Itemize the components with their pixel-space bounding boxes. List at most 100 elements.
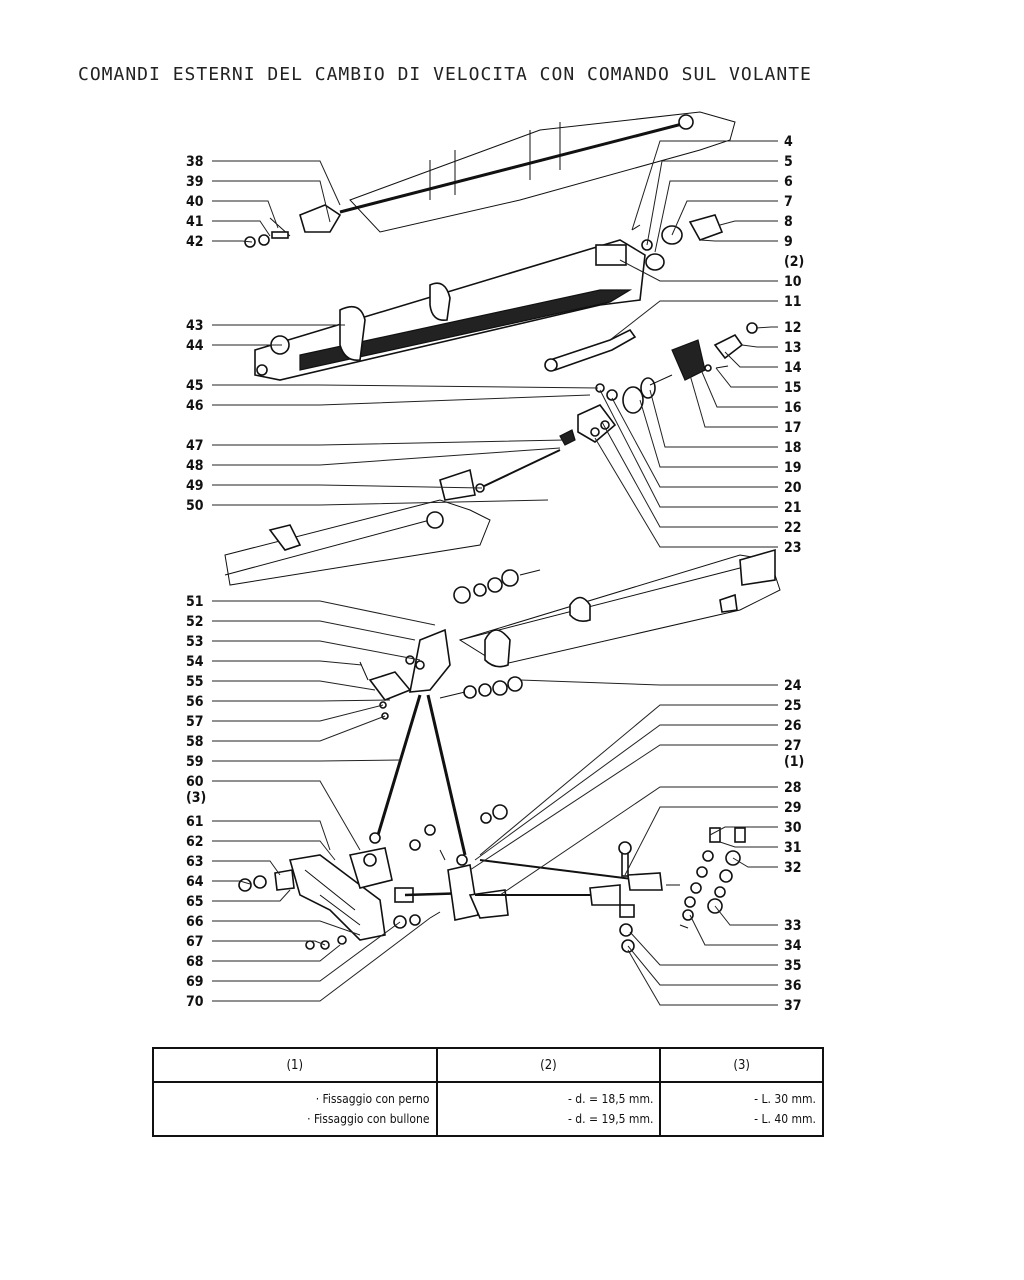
leader-line xyxy=(212,920,361,936)
shift-mechanism-18-23 xyxy=(475,374,673,493)
right-callouts: 456789(2)1011121314151617181920212223242… xyxy=(469,134,804,1014)
callout-label: 57 xyxy=(186,714,204,730)
leader-line xyxy=(212,880,251,885)
shift-rods-59 xyxy=(369,694,467,856)
leader-line xyxy=(212,944,341,962)
callout-label: 22 xyxy=(784,520,802,536)
leader-line xyxy=(601,421,778,528)
leader-line xyxy=(627,949,778,1006)
bushing-parts-4-10 xyxy=(595,214,724,271)
callout-label: 49 xyxy=(186,478,204,494)
leader-line xyxy=(212,840,336,861)
small-parts-30-37 xyxy=(666,827,746,929)
leader-line xyxy=(212,704,384,722)
leader-line xyxy=(212,499,549,506)
leader-line xyxy=(646,160,778,246)
leader-line xyxy=(474,724,778,861)
callout-label: 23 xyxy=(784,540,802,556)
leader-line xyxy=(212,680,376,691)
column-housing xyxy=(254,239,646,381)
leader-line xyxy=(654,180,778,253)
leader-line xyxy=(212,921,401,982)
callout-label: 37 xyxy=(784,998,802,1014)
legend-cell-2: - d. = 18,5 mm. - d. = 19,5 mm. xyxy=(435,1081,662,1137)
legend-header-1: (1) xyxy=(152,1047,438,1083)
callout-label: (1) xyxy=(784,754,804,770)
callout-label: 62 xyxy=(186,834,204,850)
callout-label: 33 xyxy=(784,918,802,934)
washer-row-lower xyxy=(439,676,523,699)
leader-line xyxy=(479,704,778,856)
callout-label: 68 xyxy=(186,954,204,970)
leader-line xyxy=(212,940,326,946)
washer-row-upper xyxy=(453,569,541,604)
callout-label: 8 xyxy=(784,214,793,230)
selector-lever-11 xyxy=(544,328,637,372)
leader-line xyxy=(627,945,778,986)
callout-label: 21 xyxy=(784,500,802,516)
legend-item: - L. 40 mm. xyxy=(754,1112,816,1126)
legend-item: · Fissaggio con bullone xyxy=(307,1112,430,1126)
legend-header-2: (2) xyxy=(435,1047,662,1083)
legend-item: - d. = 18,5 mm. xyxy=(567,1092,654,1106)
callout-label: 4 xyxy=(784,134,793,150)
leader-line xyxy=(212,180,331,223)
callout-label: 55 xyxy=(186,674,204,690)
callout-label: 48 xyxy=(186,458,204,474)
callout-label: 27 xyxy=(784,738,802,754)
callout-label: 41 xyxy=(186,214,204,230)
leader-line xyxy=(599,389,778,508)
callout-label: 17 xyxy=(784,420,802,436)
callout-label: 29 xyxy=(784,800,802,816)
leader-line xyxy=(715,367,778,388)
page-title: COMANDI ESTERNI DEL CAMBIO DI VELOCITA C… xyxy=(78,64,812,85)
callout-label: 30 xyxy=(784,820,802,836)
lower-lever-assembly xyxy=(238,847,471,950)
callout-label: 58 xyxy=(186,734,204,750)
leader-line xyxy=(639,399,778,468)
callout-label: 34 xyxy=(784,938,802,954)
leader-line xyxy=(719,220,778,226)
callout-label: 7 xyxy=(784,194,793,210)
legend-item: - L. 30 mm. xyxy=(754,1092,816,1106)
leader-line xyxy=(499,786,778,896)
leader-line xyxy=(212,600,436,626)
legend-cell-1: · Fissaggio con perno · Fissaggio con bu… xyxy=(152,1081,438,1137)
callout-label: (3) xyxy=(186,790,206,806)
callout-label: 6 xyxy=(784,174,793,190)
leader-line xyxy=(631,140,778,231)
callout-label: 15 xyxy=(784,380,802,396)
callout-label: 31 xyxy=(784,840,802,856)
leader-line xyxy=(724,351,778,368)
callout-label: 66 xyxy=(186,914,204,930)
callout-label: 14 xyxy=(784,360,802,376)
leader-line xyxy=(212,889,291,902)
leader-line xyxy=(212,860,281,876)
callout-label: 18 xyxy=(784,440,802,456)
leader-line xyxy=(212,759,401,762)
callout-label: 51 xyxy=(186,594,204,610)
callout-label: 28 xyxy=(784,780,802,796)
knob-parts-12-17 xyxy=(671,322,758,381)
leader-line xyxy=(212,780,361,851)
callout-label: 16 xyxy=(784,400,802,416)
callout-label: 12 xyxy=(784,320,802,336)
leader-line xyxy=(212,820,331,851)
legend-item: · Fissaggio con perno xyxy=(315,1092,430,1106)
callout-label: 11 xyxy=(784,294,802,310)
leader-line xyxy=(469,744,778,871)
leader-line xyxy=(689,374,778,428)
leader-line xyxy=(212,160,341,206)
callout-label: 20 xyxy=(784,480,802,496)
leader-line xyxy=(212,660,363,666)
small-parts-40-42 xyxy=(244,217,291,248)
leader-line xyxy=(709,826,778,836)
callout-label: 42 xyxy=(186,234,204,250)
callout-label: 63 xyxy=(186,854,204,870)
callout-label: 40 xyxy=(186,194,204,210)
callout-label: 46 xyxy=(186,398,204,414)
leader-line xyxy=(212,620,416,641)
leader-line xyxy=(609,300,778,341)
leader-line xyxy=(519,679,778,686)
callout-label: 52 xyxy=(186,614,204,630)
